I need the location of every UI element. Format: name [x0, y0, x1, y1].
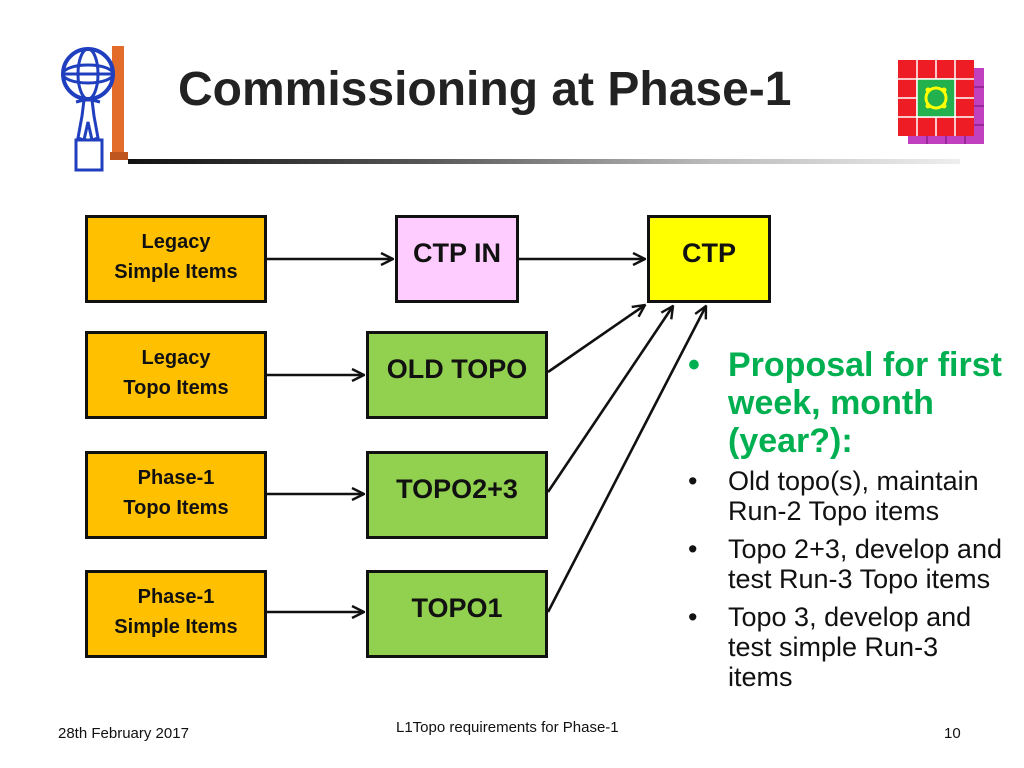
bullet-dot: • [688, 346, 700, 384]
bullet-dot: • [688, 466, 698, 496]
source-label-line1: Phase-1 [137, 586, 215, 608]
ctp-box: CTP [647, 215, 771, 303]
footer-date: 28th February 2017 [58, 725, 189, 742]
source-label-line1: Legacy [141, 231, 211, 253]
ctp-in-box: CTP IN [395, 215, 519, 303]
source-label-line2: Simple Items [114, 261, 238, 283]
old-topo-box: OLD TOPO [366, 331, 548, 419]
topo1-label: TOPO1 [411, 592, 503, 623]
bullet-item-text: Topo 3, develop and test simple Run-3 it… [728, 602, 972, 692]
bullet-item-text: Topo 2+3, develop and test Run-3 Topo it… [728, 534, 1002, 594]
bullet-dot: • [688, 534, 698, 564]
atlas-figure-icon [58, 42, 134, 176]
arrow-topo1-to-ctp [546, 306, 706, 613]
topo1-box: TOPO1 [366, 570, 548, 658]
old-topo-label: OLD TOPO [386, 353, 528, 384]
bullet-dot: • [688, 602, 698, 632]
source-label-line2: Simple Items [114, 616, 238, 638]
bullet-main: • Proposal for first week, month (year?)… [688, 346, 1008, 460]
source-label-line1: Phase-1 [137, 467, 215, 489]
page-number: 10 [944, 725, 961, 742]
page-title: Commissioning at Phase-1 [178, 63, 792, 116]
title-divider [128, 159, 960, 164]
ctp-label: CTP [682, 237, 736, 268]
proposal-bullets: • Proposal for first week, month (year?)… [688, 346, 1008, 700]
ctp-in-label: CTP IN [412, 237, 501, 268]
arrow-topo23-to-ctp [546, 306, 673, 493]
bullet-item: • Topo 3, develop and test simple Run-3 … [688, 602, 1008, 692]
topo23-box: TOPO2+3 [366, 451, 548, 539]
source-label-line2: Topo Items [123, 377, 229, 399]
source-label-line2: Topo Items [123, 497, 229, 519]
source-label-line1: Legacy [141, 347, 211, 369]
footer-center-text: L1Topo requirements for Phase-1 [396, 719, 619, 736]
topo23-label: TOPO2+3 [396, 473, 518, 504]
bullet-item: • Old topo(s), maintain Run-2 Topo items [688, 466, 1008, 526]
bullet-main-text: Proposal for first week, month (year?): [728, 346, 1002, 460]
bullet-item: • Topo 2+3, develop and test Run-3 Topo … [688, 534, 1008, 594]
bullet-item-text: Old topo(s), maintain Run-2 Topo items [728, 466, 979, 526]
grid-topology-icon [894, 58, 986, 150]
arrow-old-topo-to-ctp [547, 305, 645, 374]
